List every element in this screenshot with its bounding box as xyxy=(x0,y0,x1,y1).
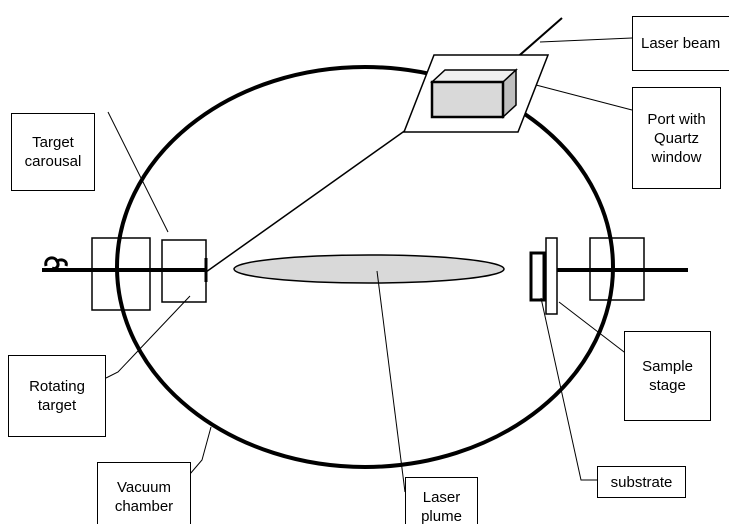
label-text: window xyxy=(651,148,702,166)
label-target-carousal: Target carousal xyxy=(11,113,95,191)
label-vacuum-chamber: Vacuum chamber xyxy=(97,462,191,524)
port-box-front xyxy=(430,80,505,119)
leader-laser-beam xyxy=(539,37,633,43)
label-laser-plume: Laser plume xyxy=(405,477,478,524)
leader-vacuum-chamber xyxy=(189,426,212,475)
label-text: stage xyxy=(649,377,686,394)
label-text: Laser xyxy=(422,489,461,506)
label-text: Rotating xyxy=(29,378,85,395)
vacuum-chamber-outline xyxy=(115,65,615,469)
leader-rotating-target xyxy=(105,295,191,379)
label-text: Laser beam xyxy=(641,35,721,52)
label-text: Port with xyxy=(647,110,706,128)
label-port-with-quartz-window: Port with Quartz window xyxy=(632,87,721,189)
label-sample-stage: Sample stage xyxy=(624,331,711,421)
label-text: chamber xyxy=(114,498,174,515)
label-rotating-target: Rotating target xyxy=(8,355,106,437)
substrate-block xyxy=(529,251,546,302)
leader-port-window xyxy=(535,84,633,111)
sample-stage-plate xyxy=(545,237,558,315)
label-text: plume xyxy=(421,508,462,524)
leader-target-carousal xyxy=(107,111,169,233)
laser-plume xyxy=(233,254,505,284)
leader-substrate xyxy=(540,297,597,481)
rotary-knob-icon xyxy=(44,256,68,270)
label-substrate: substrate xyxy=(597,466,686,498)
label-text: substrate xyxy=(610,473,673,491)
label-text: carousal xyxy=(24,153,82,170)
laser-beam-path xyxy=(205,109,435,273)
right-flange xyxy=(589,237,645,301)
leader-sample-stage xyxy=(558,301,629,356)
label-laser-beam: Laser beam xyxy=(632,16,729,71)
left-flange xyxy=(91,237,151,311)
leader-laser-plume xyxy=(376,270,406,493)
label-text: Target xyxy=(32,134,74,151)
label-text: Vacuum xyxy=(117,479,171,496)
port-box-top xyxy=(430,69,518,83)
label-text: Quartz xyxy=(653,129,699,147)
label-text: Sample xyxy=(642,358,693,375)
label-text: target xyxy=(37,397,77,414)
